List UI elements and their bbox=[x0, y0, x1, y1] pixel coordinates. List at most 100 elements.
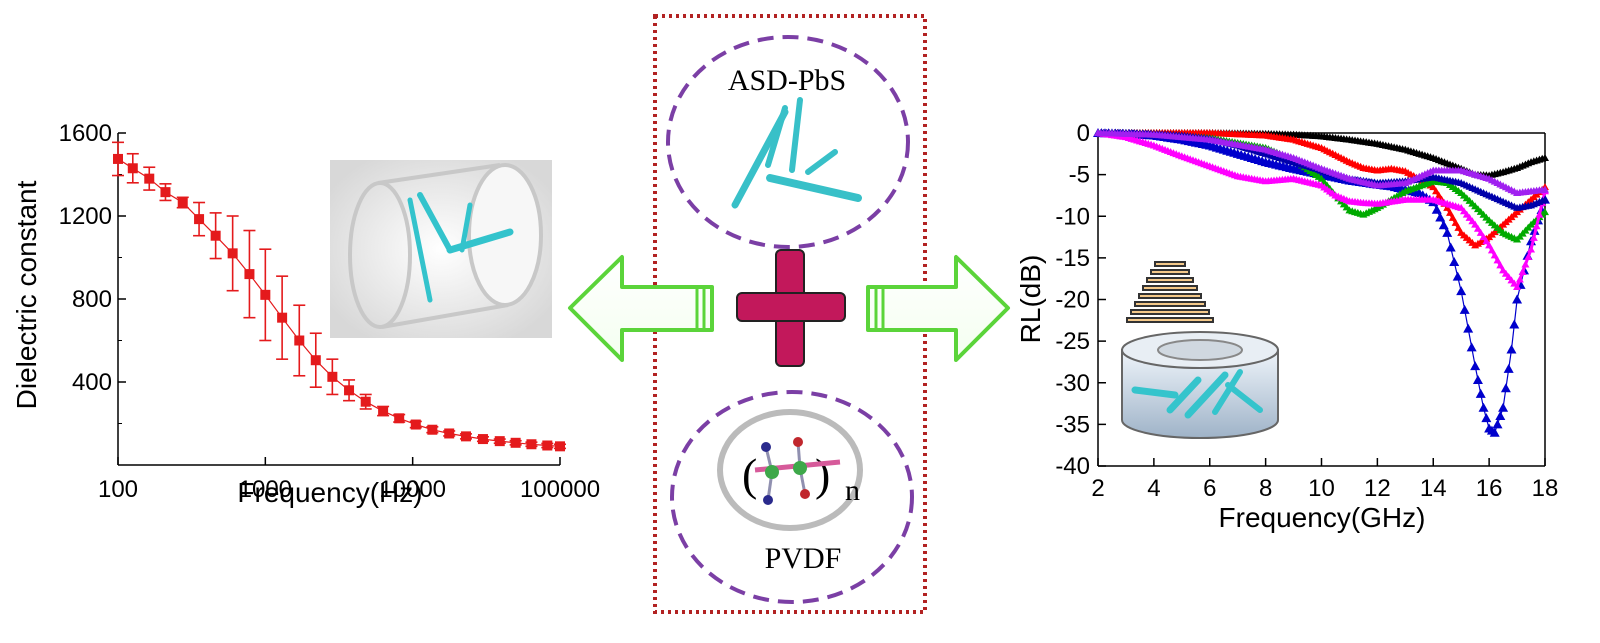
rl-data-point bbox=[1449, 257, 1460, 267]
rl-data-point bbox=[1442, 227, 1453, 237]
rl-data-point bbox=[1496, 261, 1505, 269]
rl-data-point bbox=[1448, 213, 1457, 221]
svg-text:): ) bbox=[815, 449, 830, 500]
left-y-tick-label: 1200 bbox=[59, 203, 112, 230]
rl-data-point bbox=[1506, 344, 1517, 354]
rl-data-point bbox=[1487, 246, 1496, 254]
left-arrow-icon bbox=[568, 255, 714, 362]
data-point bbox=[444, 428, 455, 439]
rl-data-point bbox=[1459, 304, 1470, 314]
data-point bbox=[460, 431, 471, 442]
asd-pbs-circle bbox=[666, 35, 910, 249]
data-point bbox=[555, 441, 565, 452]
rl-data-point bbox=[1473, 224, 1482, 232]
composite-panel: ASD-PbS ( ) bbox=[653, 14, 927, 614]
asd-pbs-needles bbox=[731, 97, 862, 209]
svg-text:(: ( bbox=[742, 449, 757, 500]
data-point bbox=[526, 439, 537, 450]
rl-data-point bbox=[1524, 253, 1533, 261]
data-point bbox=[160, 187, 171, 198]
rl-data-point bbox=[1429, 183, 1438, 191]
pvdf-molecule-icon: ( ) bbox=[742, 437, 841, 505]
data-point bbox=[144, 173, 155, 184]
data-point bbox=[510, 437, 521, 448]
rl-data-point bbox=[1541, 185, 1549, 193]
data-point bbox=[310, 355, 321, 366]
left-y-axis-title: Dielectric constant bbox=[11, 180, 42, 409]
rl-data-point bbox=[1446, 208, 1455, 216]
rl-data-point bbox=[1466, 342, 1477, 352]
right-x-axis-title: Frequency(GHz) bbox=[1219, 502, 1426, 533]
data-point bbox=[360, 396, 371, 407]
rl-data-point bbox=[1493, 256, 1502, 264]
rl-data-point bbox=[1456, 286, 1467, 296]
data-point bbox=[177, 197, 188, 208]
rl-data-point bbox=[1521, 260, 1530, 268]
pvdf-molecule-ring bbox=[717, 409, 863, 531]
right-x-tick-label: 16 bbox=[1476, 475, 1503, 502]
rl-data-point bbox=[1495, 411, 1506, 421]
data-point bbox=[227, 248, 238, 259]
rl-data-point bbox=[1527, 245, 1536, 253]
right-x-tick-label: 18 bbox=[1532, 475, 1559, 502]
rl-data-point bbox=[1471, 220, 1480, 228]
dielectric-series-line bbox=[117, 158, 561, 447]
data-point bbox=[477, 434, 488, 445]
left-y-tick-label: 400 bbox=[72, 369, 112, 396]
data-point bbox=[427, 424, 438, 435]
rl-data-point bbox=[1434, 191, 1443, 199]
right-x-tick-label: 2 bbox=[1091, 475, 1104, 502]
data-point bbox=[260, 289, 271, 300]
left-x-tick-label: 1000 bbox=[239, 476, 292, 503]
data-point bbox=[113, 153, 123, 164]
left-y-tick-label: 800 bbox=[72, 286, 112, 313]
rl-data-point bbox=[1472, 374, 1483, 384]
data-point bbox=[494, 436, 505, 447]
rl-data-point bbox=[1492, 419, 1503, 429]
data-point bbox=[542, 440, 553, 451]
right-y-axis-title: RL(dB) bbox=[1015, 255, 1046, 344]
right-x-tick-label: 12 bbox=[1364, 475, 1391, 502]
rl-data-point bbox=[1445, 242, 1456, 252]
data-point bbox=[277, 312, 288, 323]
data-point bbox=[194, 214, 205, 225]
rl-data-point bbox=[1475, 388, 1486, 398]
rl-data-point bbox=[1452, 271, 1463, 281]
rl-data-point bbox=[1482, 237, 1491, 245]
data-point bbox=[210, 230, 221, 241]
rl-data-point bbox=[1513, 283, 1522, 291]
right-x-tick-label: 14 bbox=[1420, 475, 1447, 502]
rl-data-point bbox=[1489, 427, 1500, 437]
data-point bbox=[327, 371, 338, 382]
right-x-tick-label: 10 bbox=[1308, 475, 1335, 502]
rl-data-point bbox=[1490, 251, 1499, 259]
rl-data-point bbox=[1512, 294, 1523, 304]
rl-data-point bbox=[1478, 402, 1489, 412]
rl-data-point bbox=[1476, 228, 1485, 236]
rl-data-point bbox=[1451, 218, 1460, 226]
right-y-tick-label: -30 bbox=[1055, 370, 1090, 397]
plus-icon bbox=[736, 249, 846, 367]
right-y-tick-label: -15 bbox=[1055, 245, 1090, 272]
rl-data-point bbox=[1515, 275, 1524, 283]
right-y-tick-label: -20 bbox=[1055, 287, 1090, 314]
data-point bbox=[410, 419, 421, 430]
data-point bbox=[127, 163, 138, 174]
right-y-tick-label: -40 bbox=[1055, 453, 1090, 480]
rl-data-point bbox=[1503, 363, 1514, 373]
data-point bbox=[294, 335, 305, 346]
rl-data-point bbox=[1509, 319, 1520, 329]
right-y-tick-label: -25 bbox=[1055, 328, 1090, 355]
rl-data-point bbox=[1532, 222, 1541, 230]
rl-data-point bbox=[1470, 361, 1481, 371]
rl-data-point bbox=[1498, 402, 1509, 412]
left-x-tick-label: 100 bbox=[98, 476, 138, 503]
right-x-tick-label: 4 bbox=[1147, 475, 1160, 502]
left-x-axis-title: Frequency(Hz) bbox=[237, 477, 422, 508]
right-x-tick-label: 6 bbox=[1203, 475, 1216, 502]
left-x-tick-label: 100000 bbox=[520, 476, 600, 503]
right-arrow-icon bbox=[866, 255, 1010, 362]
left-x-tick-label: 10000 bbox=[379, 476, 446, 503]
